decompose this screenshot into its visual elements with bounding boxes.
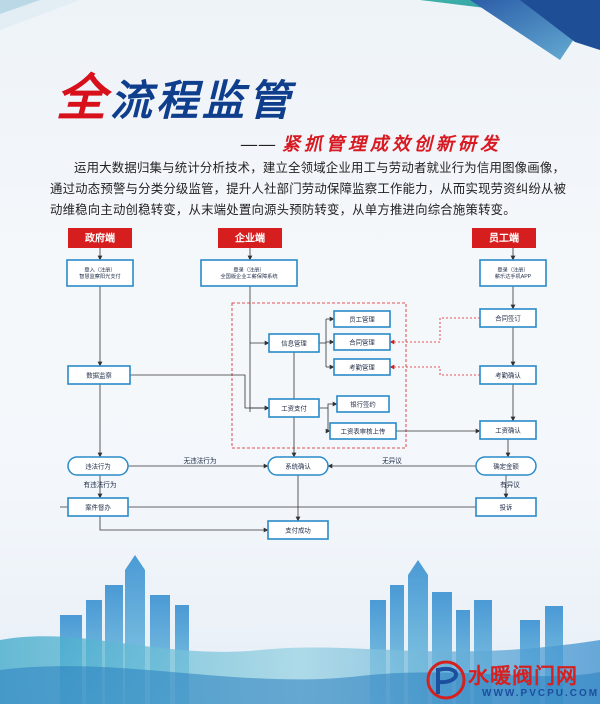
node-attend_mgmt: 考勤管理 <box>333 358 391 376</box>
node-label: 合同管理 <box>349 337 375 346</box>
node-emp: 员工端 <box>472 228 536 248</box>
decision-oval <box>475 456 537 476</box>
node-label: 全国版企业工薪保障系统 <box>220 272 277 280</box>
node-contract_mgmt: 合同管理 <box>333 333 391 351</box>
process-box <box>333 333 391 351</box>
node-label: 政府端 <box>85 232 115 245</box>
page-title: 全流程监管 <box>56 73 295 125</box>
node-label: 投诉 <box>500 502 513 511</box>
node-label: 银行签约 <box>350 399 376 408</box>
node-case_handle: 案件督办 <box>67 497 129 517</box>
node-ent_login: 登录（注册）全国版企业工薪保障系统 <box>200 259 298 287</box>
edge-label-no_objection: 无异议 <box>382 457 402 465</box>
enterprise-boundary <box>231 302 407 449</box>
process-box <box>479 308 537 328</box>
node-label: 员工端 <box>489 232 519 245</box>
node-pay_success: 支付成功 <box>267 520 329 540</box>
node-label: 工资表审核上传 <box>341 426 386 435</box>
node-data_monitor: 数据监察 <box>67 365 131 385</box>
title-rest: 流程监管 <box>110 76 295 125</box>
node-bank_sign: 银行签约 <box>336 395 390 413</box>
flow-nodes: 政府端企业端员工端登入（注册）智慧监察阳光支付登录（注册）全国版企业工薪保障系统… <box>66 228 547 540</box>
node-wage_pay: 工资支付 <box>268 398 320 418</box>
process-box <box>66 259 134 287</box>
process-box <box>67 497 129 517</box>
node-label: 登入（注册） <box>84 266 115 274</box>
process-box <box>200 259 298 287</box>
node-emp_login: 登录（注册）薪乐达手机APP <box>479 259 547 287</box>
node-ent: 企业端 <box>218 228 282 248</box>
process-box <box>479 420 537 440</box>
edge-case-paysuccess <box>99 516 269 533</box>
node-label: 系统确认 <box>285 461 311 470</box>
node-label: 合同签订 <box>495 313 521 322</box>
node-sys_confirm: 系统确认 <box>267 456 329 476</box>
node-label: 支付成功 <box>285 525 311 534</box>
process-box <box>479 259 547 287</box>
node-wage_audit: 工资表审核上传 <box>329 422 397 440</box>
edge-label-has_objection: 有异议 <box>500 480 520 489</box>
node-label: 考勤确认 <box>495 370 521 379</box>
page-subtitle: —— 紧抓管理成效创新研发 <box>240 130 502 156</box>
node-gov: 政府端 <box>68 228 132 248</box>
node-label: 工资确认 <box>495 425 521 434</box>
watermark-url: WWW.PVCPU.COM <box>482 688 600 699</box>
node-label: 登录（注册） <box>497 266 528 274</box>
subtitle-text: 紧抓管理成效创新研发 <box>282 134 502 155</box>
node-label: 数据监察 <box>86 370 112 379</box>
decision-oval <box>67 456 129 476</box>
process-box <box>268 333 320 353</box>
flow-edges <box>60 248 516 533</box>
edge-monitor-wagepay <box>130 374 270 411</box>
edge-sign-contract <box>389 317 480 345</box>
node-label: 信息管理 <box>281 338 307 347</box>
edge-attend-attendmgmt <box>389 364 480 376</box>
node-label: 企业端 <box>234 232 265 245</box>
edge-wagepay-bank <box>319 401 338 409</box>
header-box <box>218 228 282 248</box>
header-box <box>68 228 132 248</box>
process-box <box>267 520 329 540</box>
node-label: 工资支付 <box>281 403 307 412</box>
node-label: 薪乐达手机APP <box>495 272 532 280</box>
node-label: 违法行为 <box>85 461 111 470</box>
process-box <box>336 395 390 413</box>
node-label: 确定金额 <box>493 461 519 470</box>
node-label: 登录（注册） <box>233 266 264 274</box>
node-label: 员工管理 <box>349 314 375 323</box>
decision-oval <box>267 456 329 476</box>
process-box <box>329 422 397 440</box>
node-info_mgmt: 信息管理 <box>268 333 320 353</box>
node-label: 考勤管理 <box>349 362 375 371</box>
intro-paragraph: 运用大数据归集与统计分析技术，建立全领域企业用工与劳动者就业行为信用图像画像，通… <box>50 161 567 217</box>
process-box <box>67 365 131 385</box>
process-box <box>333 310 391 328</box>
edge-label-has_violation: 有违法行为 <box>84 480 117 489</box>
node-emp_mgmt: 员工管理 <box>333 310 391 328</box>
process-box <box>333 358 391 376</box>
process-box <box>475 497 537 517</box>
process-box <box>268 398 320 418</box>
header-box <box>472 228 536 248</box>
node-wage_confirm: 工资确认 <box>479 420 537 440</box>
process-box <box>479 365 537 385</box>
node-amount_confirm: 确定金额 <box>475 456 537 476</box>
watermark-text: 水暖阀门网 <box>468 665 578 688</box>
node-complaint: 投诉 <box>475 497 537 517</box>
node-attend_confirm: 考勤确认 <box>479 365 537 385</box>
node-label: 智慧监察阳光支付 <box>79 272 121 280</box>
node-contract_sign: 合同签订 <box>479 308 537 328</box>
node-violation: 违法行为 <box>67 456 129 476</box>
node-gov_login: 登入（注册）智慧监察阳光支付 <box>66 259 134 287</box>
subtitle-dash: —— <box>240 134 276 155</box>
edge-label-no_violation: 无违法行为 <box>184 456 217 465</box>
node-label: 案件督办 <box>85 502 111 511</box>
title-first-char: 全 <box>56 68 110 127</box>
